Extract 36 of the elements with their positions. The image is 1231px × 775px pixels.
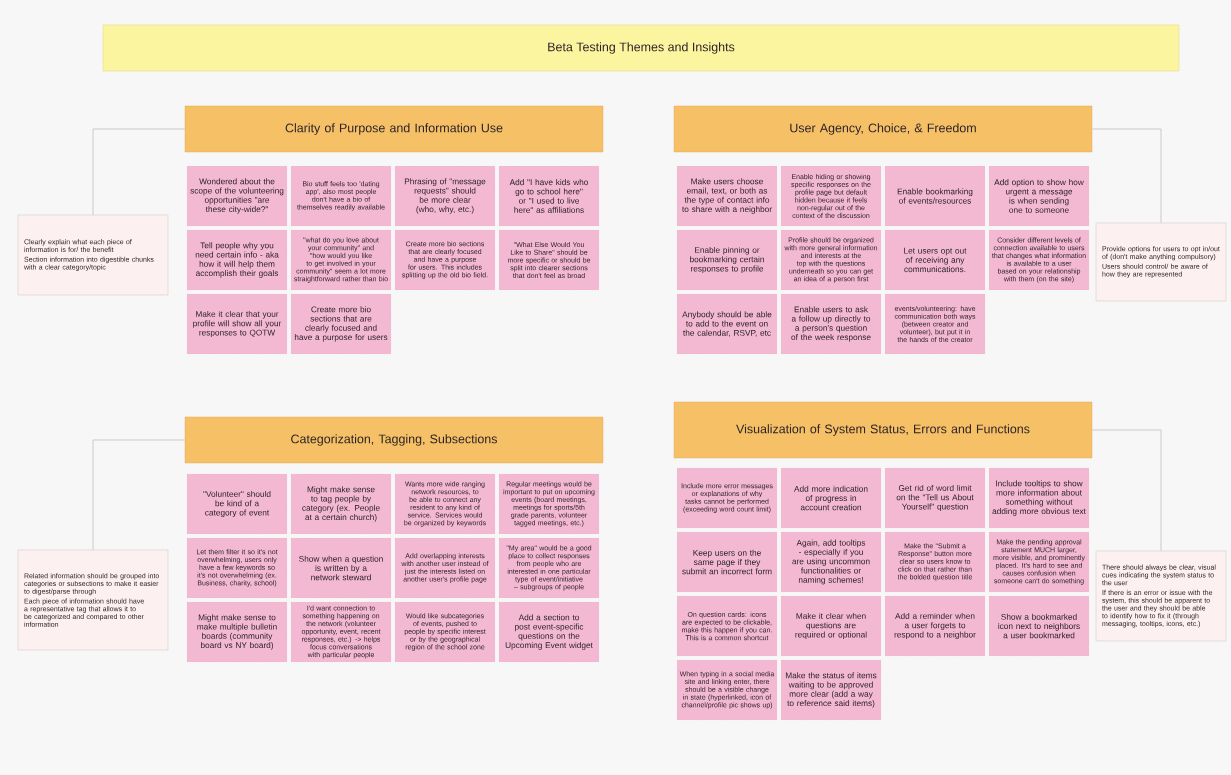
sticky-note: Add option to show how urgent a message is when sending one to someone xyxy=(988,165,1090,227)
sticky-note: Add a reminder when a user forgets to respond to a neighbor xyxy=(884,595,986,657)
sticky-note: Wondered about the scope of the volunteering opportunities "are these city-wide?" xyxy=(186,165,288,227)
connector-line xyxy=(1091,128,1162,224)
sticky-note: Show when a question is written by a network steward xyxy=(290,537,392,599)
connector-line xyxy=(92,439,186,551)
sticky-note: Add a section to post event-specific questions on the Upcoming Event widget xyxy=(498,601,600,663)
sticky-note: Phrasing of "message requests" should be more clear (who, why, etc.) xyxy=(394,165,496,227)
sticky-note: Again, add tooltips - especially if you are using uncommon functionalities or naming schemes! xyxy=(780,531,882,593)
sticky-note: Make it clear that your profile will show all your responses to QOTW xyxy=(186,293,288,355)
sticky-note: Tell people why you need certain info - aka how it will help them accomplish their goals xyxy=(186,229,288,291)
sticky-note: Might make sense to tag people by category (ex. People at a certain church) xyxy=(290,473,392,535)
theme-header: Visualization of System Status, Errors and Functions xyxy=(673,401,1093,459)
sticky-note: Make the status of items waiting to be approved more clear (add a way to reference said items) xyxy=(780,659,882,721)
sticky-note: Might make sense to make multiple bulletin boards (community board vs NY board) xyxy=(186,601,288,663)
theme-header: Clarity of Purpose and Information Use xyxy=(184,105,604,153)
sticky-note: Make it clear when questions are required or optional xyxy=(780,595,882,657)
sticky-note: Anybody should be able to add to the event on the calendar, RSVP, etc xyxy=(676,293,778,355)
sticky-note: Make users choose email, text, or both as the type of contact info to share with a neighbor xyxy=(676,165,778,227)
theme-header: User Agency, Choice, & Freedom xyxy=(673,105,1093,153)
sticky-note: Enable users to ask a follow up directly to a person's question of the week response xyxy=(780,293,882,355)
sticky-note: Add more indication of progress in account creation xyxy=(780,467,882,529)
title-banner: Beta Testing Themes and Insights xyxy=(102,24,1180,72)
theme-header: Categorization, Tagging, Subsections xyxy=(184,416,604,464)
sticky-note: "Volunteer" should be kind of a category of event xyxy=(186,473,288,535)
sticky-note: Add "I have kids who go to school here" or "I used to live here" as affiliations xyxy=(498,165,600,227)
connector-line xyxy=(1091,429,1162,552)
sticky-note: Enable bookmarking of events/resources xyxy=(884,165,986,227)
sticky-note: Get rid of word limit on the "Tell us About Yourself" question xyxy=(884,467,986,529)
sticky-note: Create more bio sections that are clearly focused and have a purpose for users xyxy=(290,293,392,355)
connector-line xyxy=(92,128,186,216)
sticky-note: Keep users on the same page if they submit an incorrect form xyxy=(676,531,778,593)
sticky-note: Include tooltips to show more information about something without adding more obvious text xyxy=(988,467,1090,529)
sticky-note: Let users opt out of receiving any communications. xyxy=(884,229,986,291)
sticky-note: Show a bookmarked icon next to neighbors a user bookmarked xyxy=(988,595,1090,657)
sticky-note: Enable pinning or bookmarking certain responses to profile xyxy=(676,229,778,291)
